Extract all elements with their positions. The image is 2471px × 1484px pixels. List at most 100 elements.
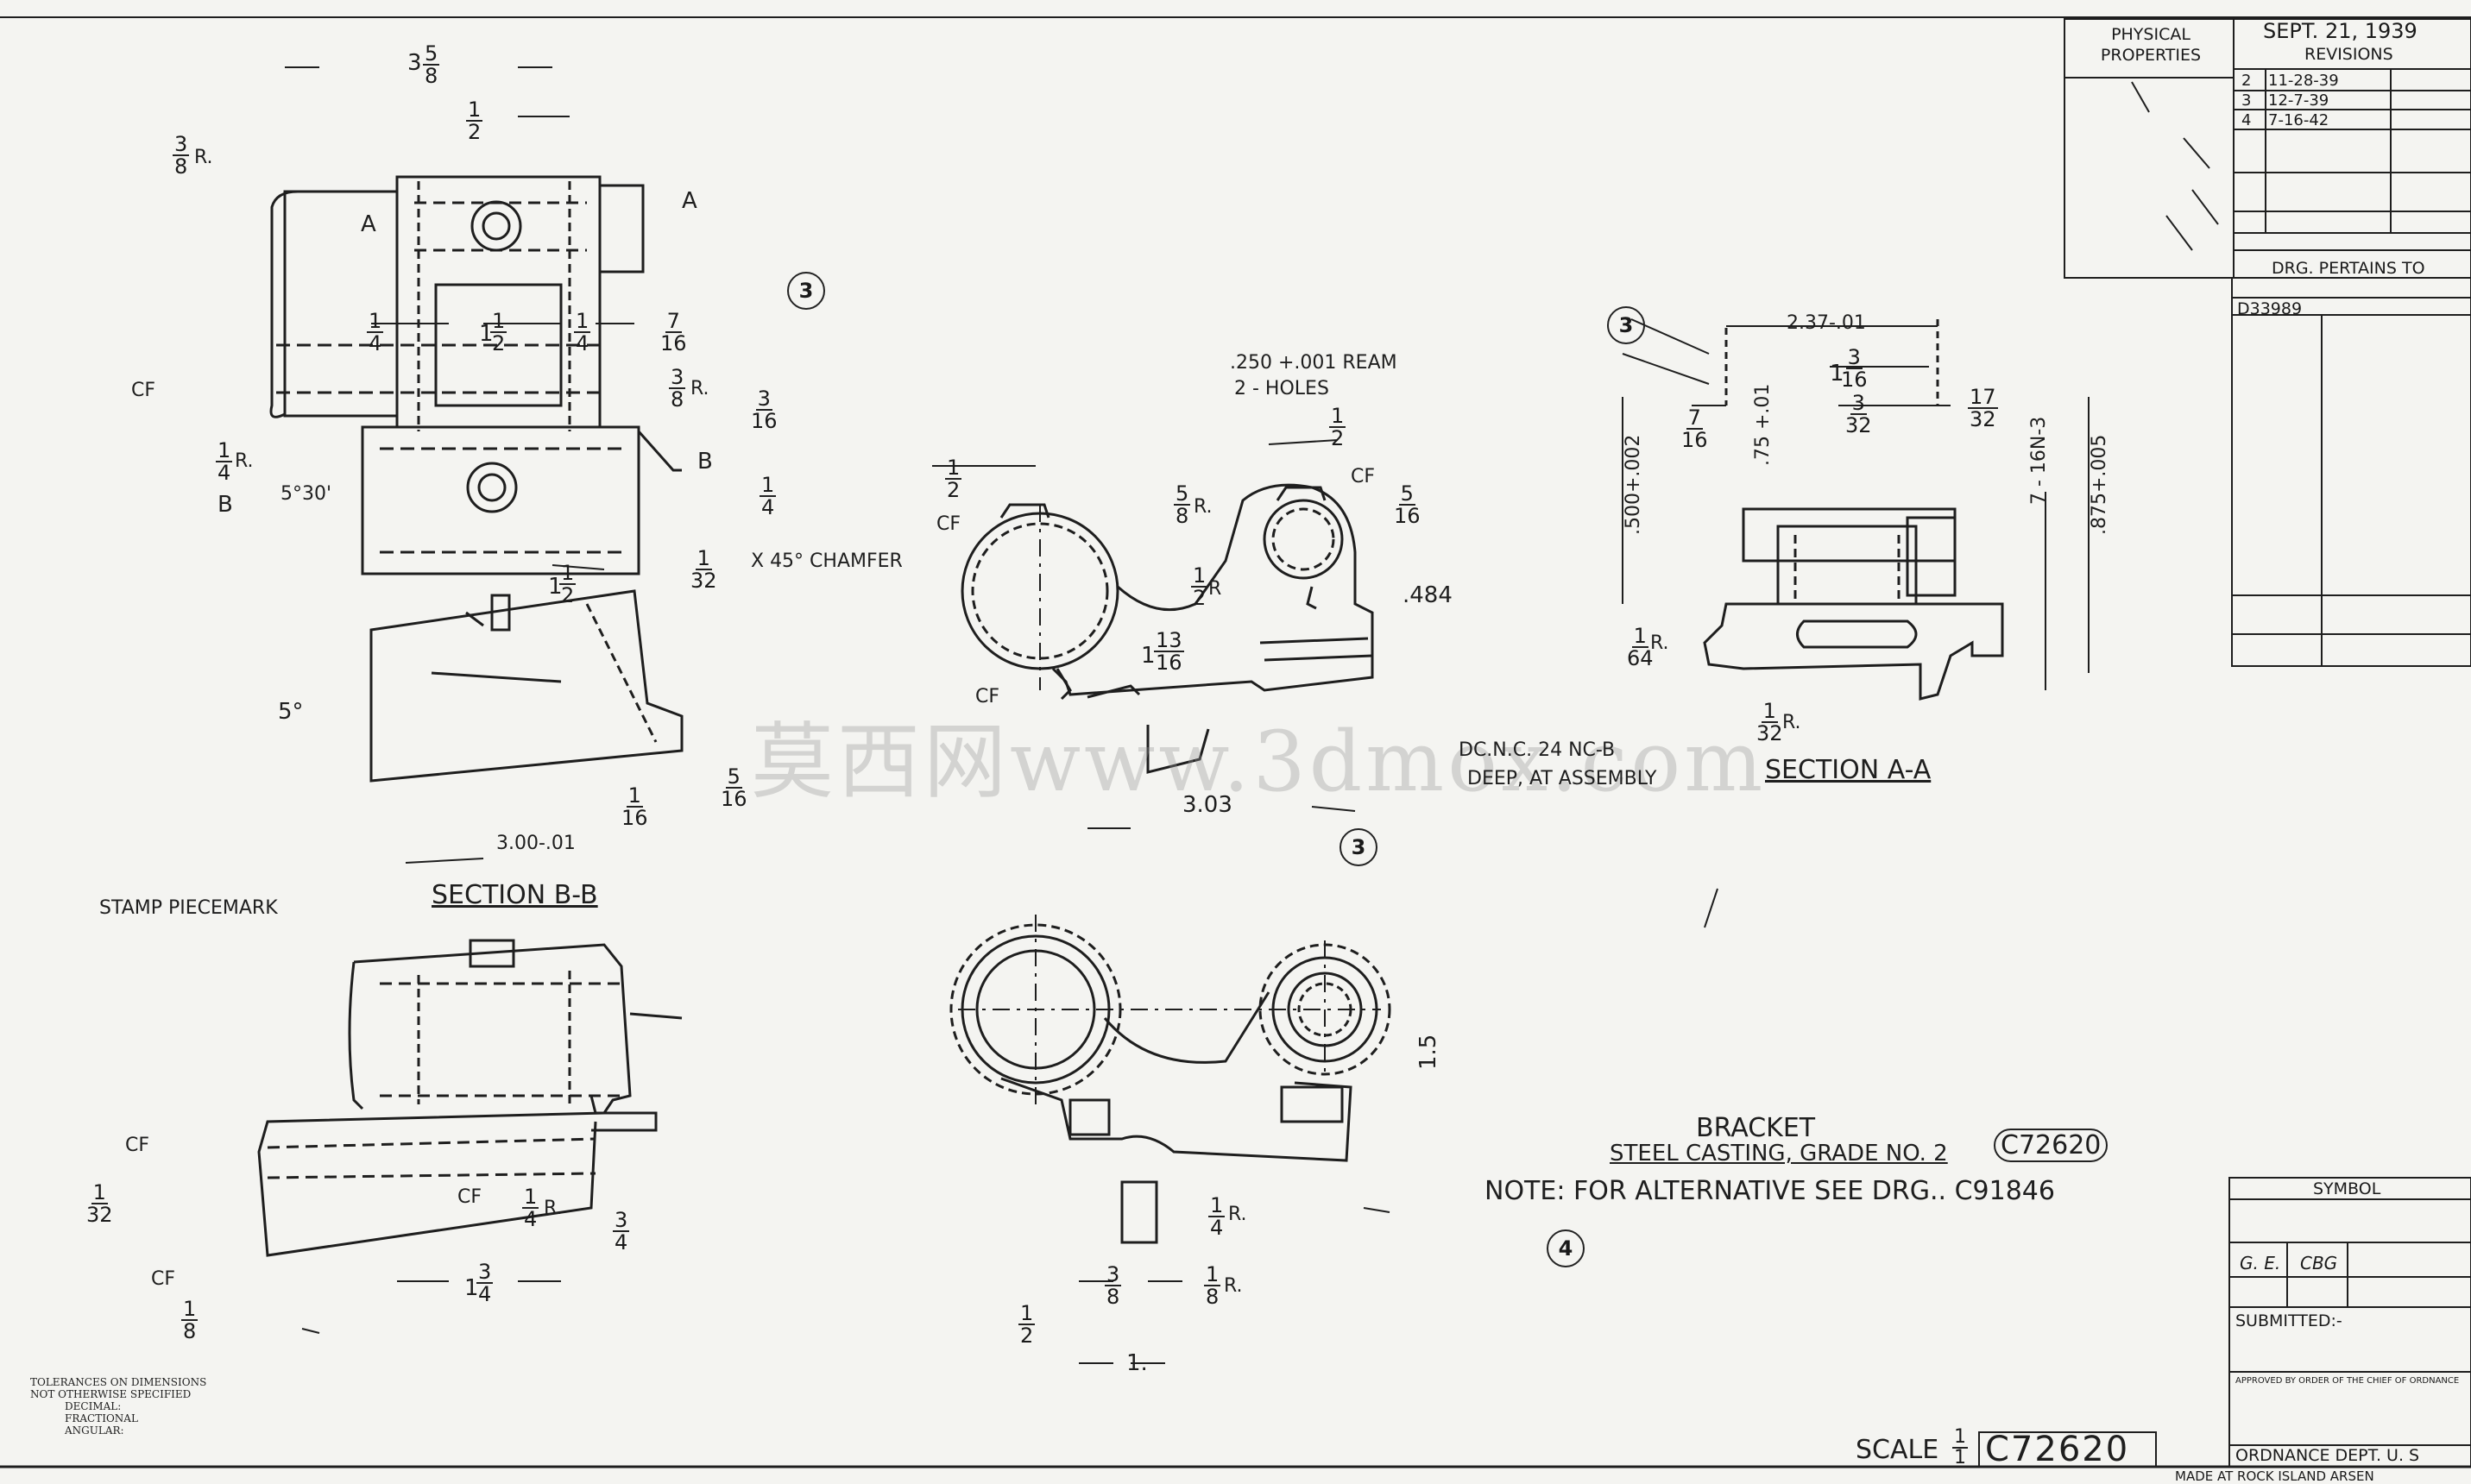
- drawing-date: SEPT. 21, 1939: [2263, 19, 2417, 43]
- cf-mark-1: CF: [131, 380, 156, 401]
- cf-mark-3: CF: [936, 513, 961, 535]
- top-view-bracket: [269, 175, 682, 575]
- dim-875: .875+.005: [2089, 434, 2110, 535]
- dimension-lines: [285, 66, 1718, 1364]
- label-a-right: A: [682, 188, 697, 214]
- approved-by-label: APPROVED BY ORDER OF THE CHIEF OF ORDNAN…: [2235, 1376, 2460, 1386]
- ream-note-2: 2 - HOLES: [1234, 378, 1329, 399]
- watermark: 莫西网www.3dmox.com: [751, 714, 1767, 810]
- ream-note-1: .250 +.001 REAM: [1230, 352, 1397, 374]
- initials-1: G. E.: [2240, 1253, 2281, 1273]
- dim-1-13-16-whole: 1: [1141, 643, 1156, 669]
- material-note: STEEL CASTING, GRADE NO. 2: [1610, 1141, 1948, 1166]
- dim-5-8-r-suffix: R.: [1194, 496, 1213, 518]
- made-at-label: MADE AT ROCK ISLAND ARSEN: [2175, 1468, 2374, 1484]
- pertains-number: D33989: [2237, 299, 2303, 318]
- dim-3-00: 3.00-.01: [496, 833, 576, 854]
- tolerance-line-2: NOT OTHERWISE SPECIFIED: [30, 1388, 192, 1400]
- dim-1-4-r-c-suffix: R.: [1228, 1204, 1247, 1225]
- dim-5-30: 5°30': [281, 483, 332, 505]
- tolerance-line-3: DECIMAL:: [65, 1400, 122, 1412]
- stamp-piecemark-note: STAMP PIECEMARK: [99, 897, 278, 919]
- rev-2-date: 12-7-39: [2268, 91, 2329, 110]
- physical-properties-marks: [2131, 81, 2219, 251]
- initials-2: CBG: [2300, 1253, 2338, 1273]
- balloon-3-b: 3: [1607, 306, 1645, 344]
- section-bb-title: SECTION B-B: [432, 880, 598, 910]
- dim-3-5-8-whole: 3: [407, 50, 422, 76]
- dim-1-5: 1.5: [1415, 1034, 1441, 1070]
- dim-303: 3.03: [1182, 792, 1232, 818]
- rev-1-no: 2: [2241, 72, 2252, 90]
- drawing-number: C72620: [1985, 1430, 2130, 1469]
- dim-1-4-r-b-suffix: R.: [544, 1198, 563, 1219]
- balloon-3-a: 3: [787, 272, 825, 310]
- side-view-bracket: [961, 483, 1374, 774]
- tolerance-line-1: TOLERANCES ON DIMENSIONS: [30, 1376, 207, 1388]
- dim-half-r-suffix: R: [1208, 578, 1222, 600]
- label-a-left: A: [361, 211, 376, 237]
- balloon-3-c: 3: [1340, 828, 1377, 866]
- rev-1-date: 11-28-39: [2268, 72, 2339, 90]
- cf-mark-4: CF: [1351, 466, 1376, 487]
- revisions-header: REVISIONS: [2304, 45, 2393, 64]
- section-aa-title: SECTION A-A: [1765, 755, 1932, 785]
- dim-3-8-r2-suffix: R.: [690, 378, 709, 399]
- section-bb-view: [257, 939, 683, 1257]
- dim-484: .484: [1403, 582, 1453, 608]
- drawing-number-oval: C72620: [1994, 1129, 2109, 1162]
- front-view-bracket: [949, 915, 1391, 1244]
- dim-3-8-r-suffix: R.: [194, 147, 213, 168]
- dim-1-1-2-mid-whole: 1: [548, 574, 563, 600]
- cf-mark-7: CF: [457, 1186, 482, 1208]
- tolerance-line-4: FRACTIONAL: [65, 1412, 138, 1424]
- dim-75: .75 +.01: [1752, 383, 1774, 466]
- dim-1-1-2-whole: 1: [479, 321, 494, 347]
- label-b-left: B: [217, 492, 233, 518]
- dim-1-b: 1.: [1126, 1350, 1148, 1376]
- part-name: BRACKET: [1696, 1113, 1816, 1143]
- scale-label: SCALE: [1856, 1435, 1939, 1465]
- ordnance-dept-label: ORDNANCE DEPT. U. S: [2235, 1446, 2420, 1465]
- section-aa-view: [1622, 318, 2090, 701]
- rev-3-no: 4: [2241, 111, 2252, 129]
- dim-237: 2.37-.01: [1787, 312, 1866, 334]
- balloon-4: 4: [1547, 1229, 1585, 1267]
- label-b-right: B: [697, 449, 713, 475]
- section-bb-top-view: [369, 589, 684, 783]
- tolerance-line-5: ANGULAR:: [65, 1424, 124, 1437]
- dim-500: .500+.002: [1623, 434, 1644, 535]
- title-block-lines: [1978, 18, 2471, 1468]
